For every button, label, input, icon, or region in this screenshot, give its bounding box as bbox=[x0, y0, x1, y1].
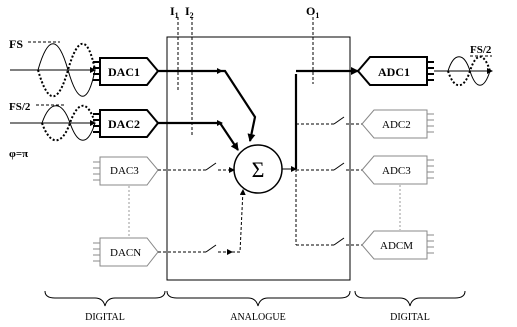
probe-i1: I1 bbox=[170, 4, 179, 92]
fs-half-sine-waveform bbox=[10, 104, 96, 142]
dac3-label: DAC3 bbox=[110, 165, 139, 177]
dacn-block: DACN bbox=[93, 237, 159, 267]
dac1-to-sum-line bbox=[158, 69, 257, 142]
dac2-to-sum-line bbox=[158, 121, 239, 151]
right-digital-brace bbox=[354, 290, 466, 307]
adc1-label: ADC1 bbox=[378, 65, 410, 79]
analogue-brace bbox=[166, 290, 351, 307]
fs-half-output-waveform bbox=[434, 55, 493, 87]
sum-to-adc3-line bbox=[296, 162, 362, 171]
analogue-region bbox=[166, 36, 351, 281]
dacn-label: DACN bbox=[110, 247, 141, 259]
fs-half-input-label: FS/2 bbox=[9, 101, 31, 113]
adc1-block: ADC1 bbox=[356, 56, 434, 86]
dac3-to-sum-line bbox=[158, 162, 235, 173]
probe-i2: I2 bbox=[185, 4, 194, 135]
dac2-block: DAC2 bbox=[93, 109, 160, 138]
dac2-label: DAC2 bbox=[108, 117, 140, 131]
sum-to-adc2-line bbox=[296, 116, 362, 125]
adc3-block: ADC3 bbox=[361, 155, 434, 185]
probe-o1: O1 bbox=[306, 4, 319, 84]
right-digital-label: DIGITAL bbox=[390, 312, 430, 323]
fs-half-output-label: FS/2 bbox=[470, 44, 492, 56]
dac1-block: DAC1 bbox=[93, 57, 160, 86]
analogue-label: ANALOGUE bbox=[230, 312, 286, 323]
adc2-block: ADC2 bbox=[361, 109, 434, 139]
o1-label: O1 bbox=[306, 4, 319, 20]
adcm-label: ADCM bbox=[380, 240, 413, 252]
fs-label: FS bbox=[9, 37, 23, 51]
dac1-label: DAC1 bbox=[108, 65, 140, 79]
i1-label: I1 bbox=[170, 4, 179, 20]
adc2-label: ADC2 bbox=[382, 119, 411, 131]
adc3-label: ADC3 bbox=[382, 165, 411, 177]
left-digital-label: DIGITAL bbox=[85, 312, 125, 323]
dac3-block: DAC3 bbox=[93, 156, 159, 186]
phase-label: φ=π bbox=[9, 148, 28, 160]
i2-label: I2 bbox=[185, 4, 194, 20]
fs-sine-waveform bbox=[10, 41, 96, 98]
adcm-block: ADCM bbox=[361, 230, 434, 260]
left-digital-brace bbox=[44, 290, 166, 307]
summing-junction: Σ bbox=[233, 144, 283, 194]
dacn-to-sum-line bbox=[158, 189, 246, 255]
sum-to-adcm-line bbox=[295, 169, 362, 246]
sum-symbol: Σ bbox=[252, 157, 265, 182]
